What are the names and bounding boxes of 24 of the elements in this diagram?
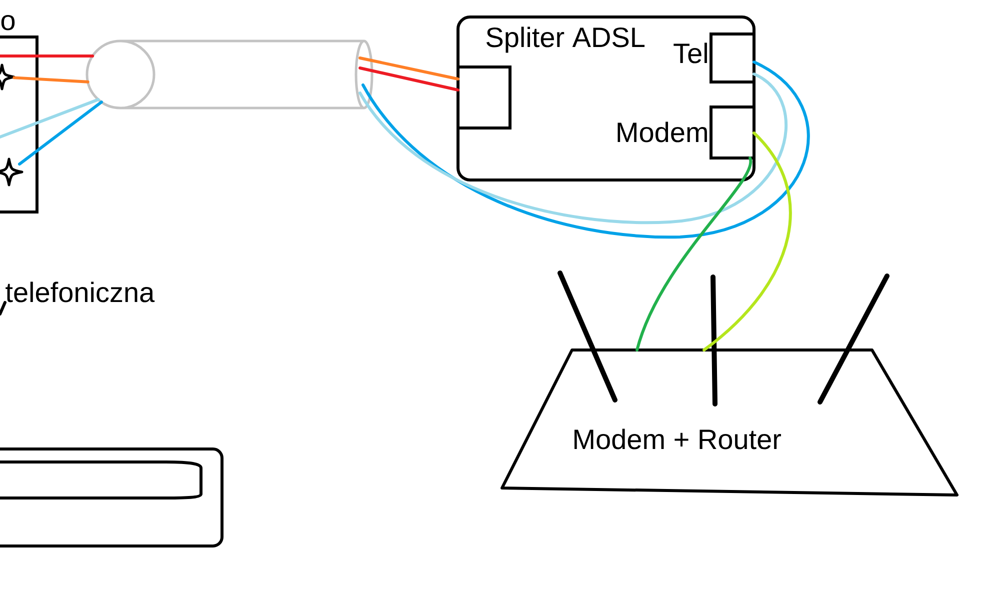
cable-cylinder — [86, 40, 374, 110]
device-box — [0, 448, 224, 548]
port-box: Modem — [618, 106, 756, 160]
node-label: Modem — [618, 122, 707, 142]
wire — [358, 72, 788, 224]
socket-star — [0, 158, 24, 186]
wire — [358, 66, 460, 92]
wire — [702, 132, 792, 352]
wire — [636, 156, 752, 352]
port-box: Tel — [674, 32, 756, 84]
wire — [362, 60, 810, 238]
router-trapezoid: Modem + Router — [500, 348, 959, 496]
wire — [18, 100, 103, 166]
wire — [0, 54, 94, 58]
wire — [12, 76, 90, 84]
socket-box — [0, 36, 38, 214]
wire — [358, 56, 460, 80]
node-label: Tel — [674, 42, 707, 64]
wire — [0, 98, 100, 138]
port-box — [456, 66, 512, 130]
label-text: telefoniczna — [6, 282, 155, 302]
heading-text: o — [1, 14, 15, 30]
socket-star — [0, 64, 16, 90]
leader-line — [0, 300, 6, 316]
